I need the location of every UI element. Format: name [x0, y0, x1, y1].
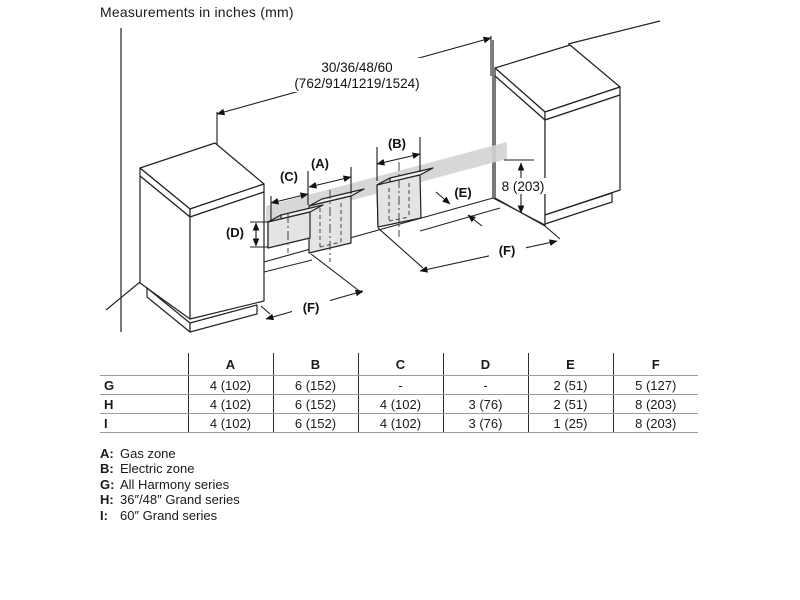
cell-g-f: 5 (127): [612, 375, 698, 395]
legend-key: I:: [100, 507, 108, 523]
cell-i-b: 6 (152): [272, 413, 358, 433]
row-label-h: H: [100, 394, 188, 414]
hidden-lines: [287, 162, 410, 262]
label-f-left: (F): [303, 300, 320, 315]
label-masks: [220, 58, 548, 316]
cell-g-c: -: [357, 375, 443, 395]
left-cabinet-front-right: [189, 191, 265, 320]
legend-key: G:: [100, 476, 115, 492]
legend-item-a: A: Gas zone: [100, 446, 240, 461]
dim-c: [270, 192, 309, 205]
col-header-f: F: [612, 353, 698, 376]
cell-i-e: 1 (25): [527, 413, 613, 433]
col-header-a: A: [187, 353, 273, 376]
floor-edge-left: [105, 281, 141, 311]
counter-edge-line: [263, 259, 313, 273]
label-a: (A): [311, 156, 329, 171]
measurements-table: A B C D E F G 4 (102) 6 (152) - - 2 (51)…: [100, 353, 698, 433]
label-f-right: (F): [499, 243, 516, 258]
dim-e-arrow2: [467, 214, 483, 227]
right-cabinet-kick: [544, 192, 613, 225]
installation-drawing: 30/36/48/60 (762/914/1219/1524) (C) (A) …: [105, 20, 661, 333]
legend: A: Gas zone B: Electric zone G: All Harmony…: [100, 446, 240, 523]
gas-zone-side-box: [267, 204, 324, 249]
cell-i-d: 3 (76): [442, 413, 528, 433]
legend-text: 36″/48″ Grand series: [120, 492, 240, 508]
col-header-c: C: [357, 353, 443, 376]
legend-text: Gas zone: [120, 446, 176, 461]
ext-f2b: [544, 225, 561, 240]
legend-key: H:: [100, 492, 114, 508]
table-row: H 4 (102) 6 (152) 4 (102) 3 (76) 2 (51) …: [100, 394, 698, 414]
cell-g-a: 4 (102): [187, 375, 273, 395]
row-label-i: I: [100, 413, 188, 433]
col-header-b: B: [272, 353, 358, 376]
table-header-row: A B C D E F: [100, 353, 698, 376]
label-height-dim: 8 (203): [502, 179, 545, 194]
wall-lines: [105, 20, 661, 332]
cell-i-f: 8 (203): [612, 413, 698, 433]
overall-width-inches: 30/36/48/60: [321, 60, 392, 75]
cell-h-a: 4 (102): [187, 394, 273, 414]
legend-item-b: B: Electric zone: [100, 461, 240, 476]
legend-key: A:: [100, 446, 114, 461]
dim-f-right: [419, 239, 558, 273]
cell-i-a: 4 (102): [187, 413, 273, 433]
dim-a: [308, 175, 352, 189]
col-header-e: E: [527, 353, 613, 376]
corner-cell: [100, 353, 188, 376]
page-title: Measurements in inches (mm): [100, 4, 294, 20]
col-header-d: D: [442, 353, 528, 376]
cell-h-d: 3 (76): [442, 394, 528, 414]
legend-text: Electric zone: [120, 461, 195, 477]
cell-h-c: 4 (102): [357, 394, 443, 414]
cell-h-b: 6 (152): [272, 394, 358, 414]
wall-base-line: [263, 197, 494, 263]
cell-g-d: -: [442, 375, 528, 395]
cell-i-c: 4 (102): [357, 413, 443, 433]
cell-g-e: 2 (51): [527, 375, 613, 395]
label-d: (D): [226, 225, 244, 240]
overall-width-mm: (762/914/1219/1524): [294, 76, 419, 91]
legend-text: All Harmony series: [120, 476, 230, 492]
right-cabinet: [494, 44, 621, 227]
left-cabinet-kick-right: [189, 304, 258, 333]
legend-text: 60″ Grand series: [120, 507, 218, 523]
label-e: (E): [454, 185, 471, 200]
legend-key: B:: [100, 461, 114, 477]
dimension-labels: 30/36/48/60 (762/914/1219/1524) (C) (A) …: [226, 60, 544, 315]
cell-g-b: 6 (152): [272, 375, 358, 395]
left-cabinet: [139, 142, 265, 333]
dim-b: [376, 152, 421, 166]
wall-top-edge: [567, 20, 661, 45]
cell-h-f: 8 (203): [612, 394, 698, 414]
clearance-line: [419, 207, 501, 232]
center-lines: [287, 162, 400, 262]
legend-item-g: G: All Harmony series: [100, 477, 240, 492]
table-row: G 4 (102) 6 (152) - - 2 (51) 5 (127): [100, 375, 698, 395]
ext-f1: [310, 253, 363, 294]
cell-h-e: 2 (51): [527, 394, 613, 414]
legend-item-i: I: 60″ Grand series: [100, 508, 240, 523]
label-b: (B): [388, 136, 406, 151]
dim-e-arrow1: [435, 191, 451, 205]
side-box-front: [267, 211, 311, 249]
table-row: I 4 (102) 6 (152) 4 (102) 3 (76) 1 (25) …: [100, 413, 698, 433]
label-c: (C): [280, 169, 298, 184]
ext-f2: [377, 227, 424, 269]
ext-f1b: [260, 305, 271, 315]
row-label-g: G: [100, 375, 188, 395]
legend-item-h: H: 36″/48″ Grand series: [100, 492, 240, 507]
